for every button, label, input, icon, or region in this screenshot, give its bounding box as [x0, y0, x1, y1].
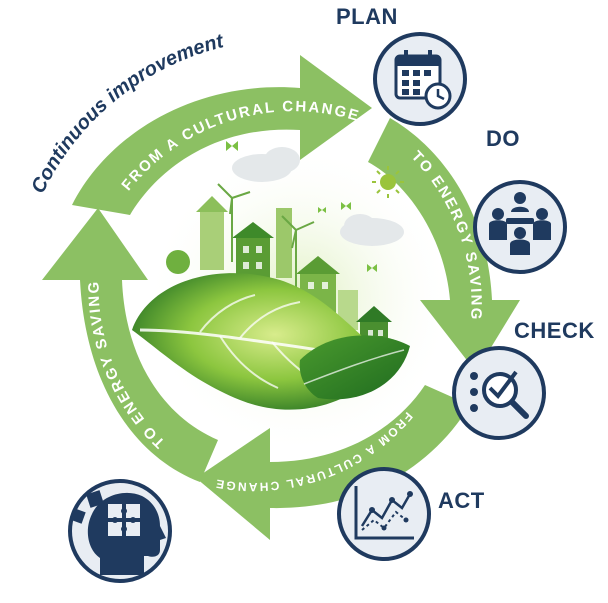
sun-icon — [380, 174, 396, 190]
plan-stage — [373, 32, 467, 126]
team-meeting-icon — [489, 192, 551, 255]
do-label: DO — [486, 126, 520, 151]
calendar-clock-icon — [394, 50, 452, 110]
plan-label: PLAN — [336, 4, 398, 29]
arrow-left — [42, 208, 218, 482]
arrow-top — [72, 55, 372, 215]
head-puzzle-icon — [70, 490, 166, 575]
act-stage — [337, 467, 431, 561]
arrow-bottom — [196, 385, 470, 540]
do-stage — [473, 180, 567, 274]
eco-city-illustration — [132, 141, 410, 410]
check-stage — [452, 346, 546, 440]
check-label: CHECK — [514, 318, 595, 343]
arrow-ring — [42, 55, 520, 540]
head-puzzle-stage — [68, 479, 172, 583]
magnifier-check-icon — [470, 370, 529, 419]
act-label: ACT — [438, 488, 485, 513]
arrow-right — [368, 118, 520, 372]
line-chart-icon — [354, 486, 414, 540]
